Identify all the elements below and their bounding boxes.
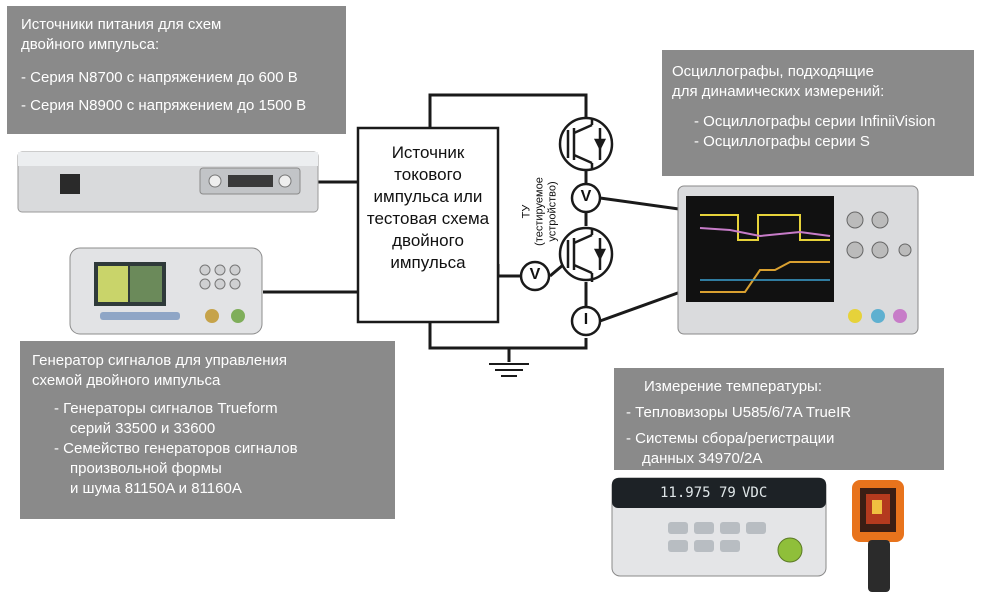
dmm-display-value: 11.975 79 — [660, 485, 736, 501]
voltmeter-lower-icon — [519, 260, 551, 292]
center-line-3: импульса или — [373, 187, 483, 206]
gen-box-title: Генератор сигналов для управления — [32, 352, 287, 369]
power-supply-image — [17, 151, 319, 213]
dut-label-line-3: устройство) — [546, 181, 559, 242]
voltmeter-upper-label: V — [580, 188, 592, 205]
gen-box-title-2: схемой двойного импульса — [32, 372, 221, 389]
center-line-5: двойного — [392, 231, 464, 250]
oscilloscope-info-box: Осциллографы, подходящие для динамически… — [662, 50, 974, 176]
temperature-info-box: Измерение температуры: - Тепловизоры U58… — [614, 368, 944, 470]
gen-box-item-1: - Генераторы сигналов Trueform — [54, 400, 278, 417]
dmm-display-unit: VDC — [742, 485, 768, 501]
dut-label-line-2: (тестируемое — [533, 177, 546, 246]
dut-label: ТУ (тестируемое устройство) — [521, 142, 560, 282]
data-acquisition-image — [611, 477, 827, 577]
power-box-title-2: двойного импульса: — [21, 36, 160, 53]
ground-icon — [489, 363, 529, 377]
power-box-item-1: - Серия N8700 с напряжением до 600 В — [21, 69, 298, 86]
center-line-4: тестовая схема — [366, 209, 490, 228]
temp-box-item-1: - Тепловизоры U585/6/7A TrueIR — [626, 404, 852, 421]
scope-box-title-2: для динамических измерений: — [672, 83, 885, 100]
ammeter-icon — [570, 305, 602, 337]
power-supply-info-box: Источники питания для схем двойного импу… — [7, 6, 346, 134]
power-box-title: Источники питания для схем — [21, 16, 222, 33]
voltmeter-lower-label: V — [529, 266, 541, 283]
thermal-camera-image — [852, 480, 904, 592]
center-line-6: импульса — [390, 253, 466, 272]
current-source-text: Источник токового импульса или тестовая … — [360, 142, 496, 274]
dut-label-line-1: ТУ — [520, 204, 533, 219]
voltmeter-upper-icon — [570, 182, 602, 214]
center-line-1: Источник — [391, 143, 465, 162]
power-box-item-2: - Серия N8900 с напряжением до 1500 В — [21, 97, 307, 114]
circuit-wires — [263, 93, 687, 362]
signal-generator-image — [69, 247, 263, 335]
temp-box-item-2b: данных 34970/2A — [642, 450, 763, 467]
ammeter-label: I — [583, 311, 589, 328]
gen-box-item-2b: произвольной формы — [70, 460, 222, 477]
scope-box-item-2: - Осциллографы серии S — [694, 133, 870, 150]
generator-info-box: Генератор сигналов для управления схемой… — [20, 341, 395, 519]
current-source-block — [356, 126, 500, 324]
scope-box-item-1: - Осциллографы серии InfiniiVision — [694, 113, 936, 130]
center-line-2: токового — [394, 165, 462, 184]
scope-box-title: Осциллографы, подходящие — [672, 63, 874, 80]
gen-box-item-1b: серий 33500 и 33600 — [70, 420, 216, 437]
upper-transistor-icon — [558, 116, 614, 172]
gen-box-item-2: - Семейство генераторов сигналов — [54, 440, 298, 457]
temp-box-title: Измерение температуры: — [644, 378, 823, 395]
temp-box-item-2: - Системы сбора/регистрации — [626, 430, 835, 447]
lower-transistor-icon — [558, 226, 614, 282]
oscilloscope-image — [677, 185, 919, 335]
gen-box-item-2c: и шума 81150A и 81160A — [70, 480, 242, 497]
